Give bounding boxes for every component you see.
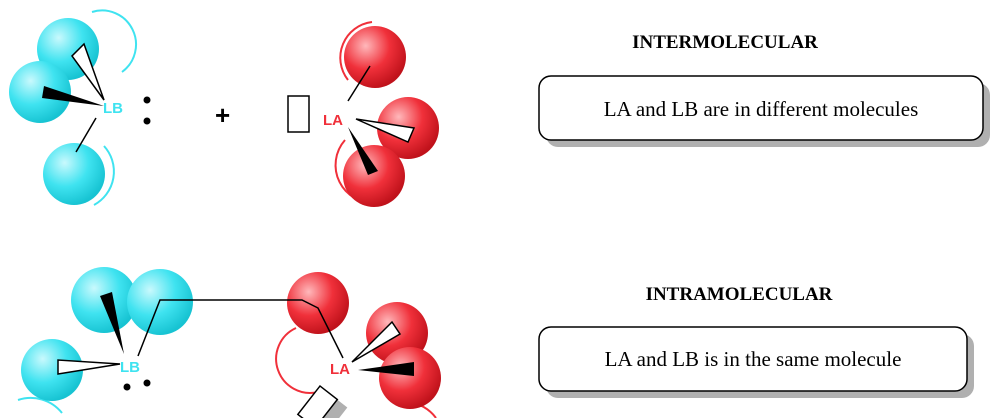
intermolecular-description-box: LA and LB are in different molecules [538,75,990,147]
linker-chain [137,299,344,359]
lone-pair-dot [143,379,151,387]
empty-orbital-box [287,95,310,133]
single-bond [347,65,371,102]
hashed-wedge-bond [355,118,416,143]
lewis-base-label: LB [120,359,140,376]
lewis-base-label: LB [103,100,123,117]
substituent-sphere [9,61,71,123]
steric-arc [17,396,63,414]
intramolecular-description: LA and LB is in the same molecule [605,347,902,371]
intermolecular-acid-molecule: LA [287,21,439,207]
hashed-wedge-bond [351,320,402,363]
substituent-sphere [21,339,83,401]
intramolecular-molecule: LB LA [17,267,441,418]
plus-sign: + [215,100,230,130]
intermolecular-base-molecule: LB [9,9,151,206]
steric-arc [91,9,137,73]
substituent-sphere [43,143,105,205]
lone-pair-dot [143,96,151,104]
intermolecular-title: INTERMOLECULAR [632,32,818,53]
solid-wedge-bond [42,86,104,106]
substituent-sphere [343,145,405,207]
substituent-sphere [344,26,406,88]
single-bond [75,117,97,153]
intramolecular-description-box: LA and LB is in the same molecule [538,326,974,398]
lone-pair-dot [123,383,131,391]
steric-arc [275,327,319,394]
solid-wedge-bond [358,362,414,376]
lewis-acid-label: LA [323,112,343,129]
steric-arc [93,145,115,206]
intramolecular-title: INTRAMOLECULAR [646,284,833,305]
hashed-wedge-bond [71,42,105,101]
substituent-sphere [379,347,441,409]
lewis-acid-label: LA [330,361,350,378]
intermolecular-description: LA and LB are in different molecules [604,97,919,121]
empty-orbital-shadow [307,394,348,418]
hashed-wedge-bond [57,359,121,375]
steric-arc [339,21,373,81]
solid-wedge-bond [348,127,378,175]
substituent-sphere [287,272,349,334]
empty-orbital-box [296,384,339,418]
solid-wedge-bond [100,292,124,354]
lone-pair-dot [143,117,151,125]
